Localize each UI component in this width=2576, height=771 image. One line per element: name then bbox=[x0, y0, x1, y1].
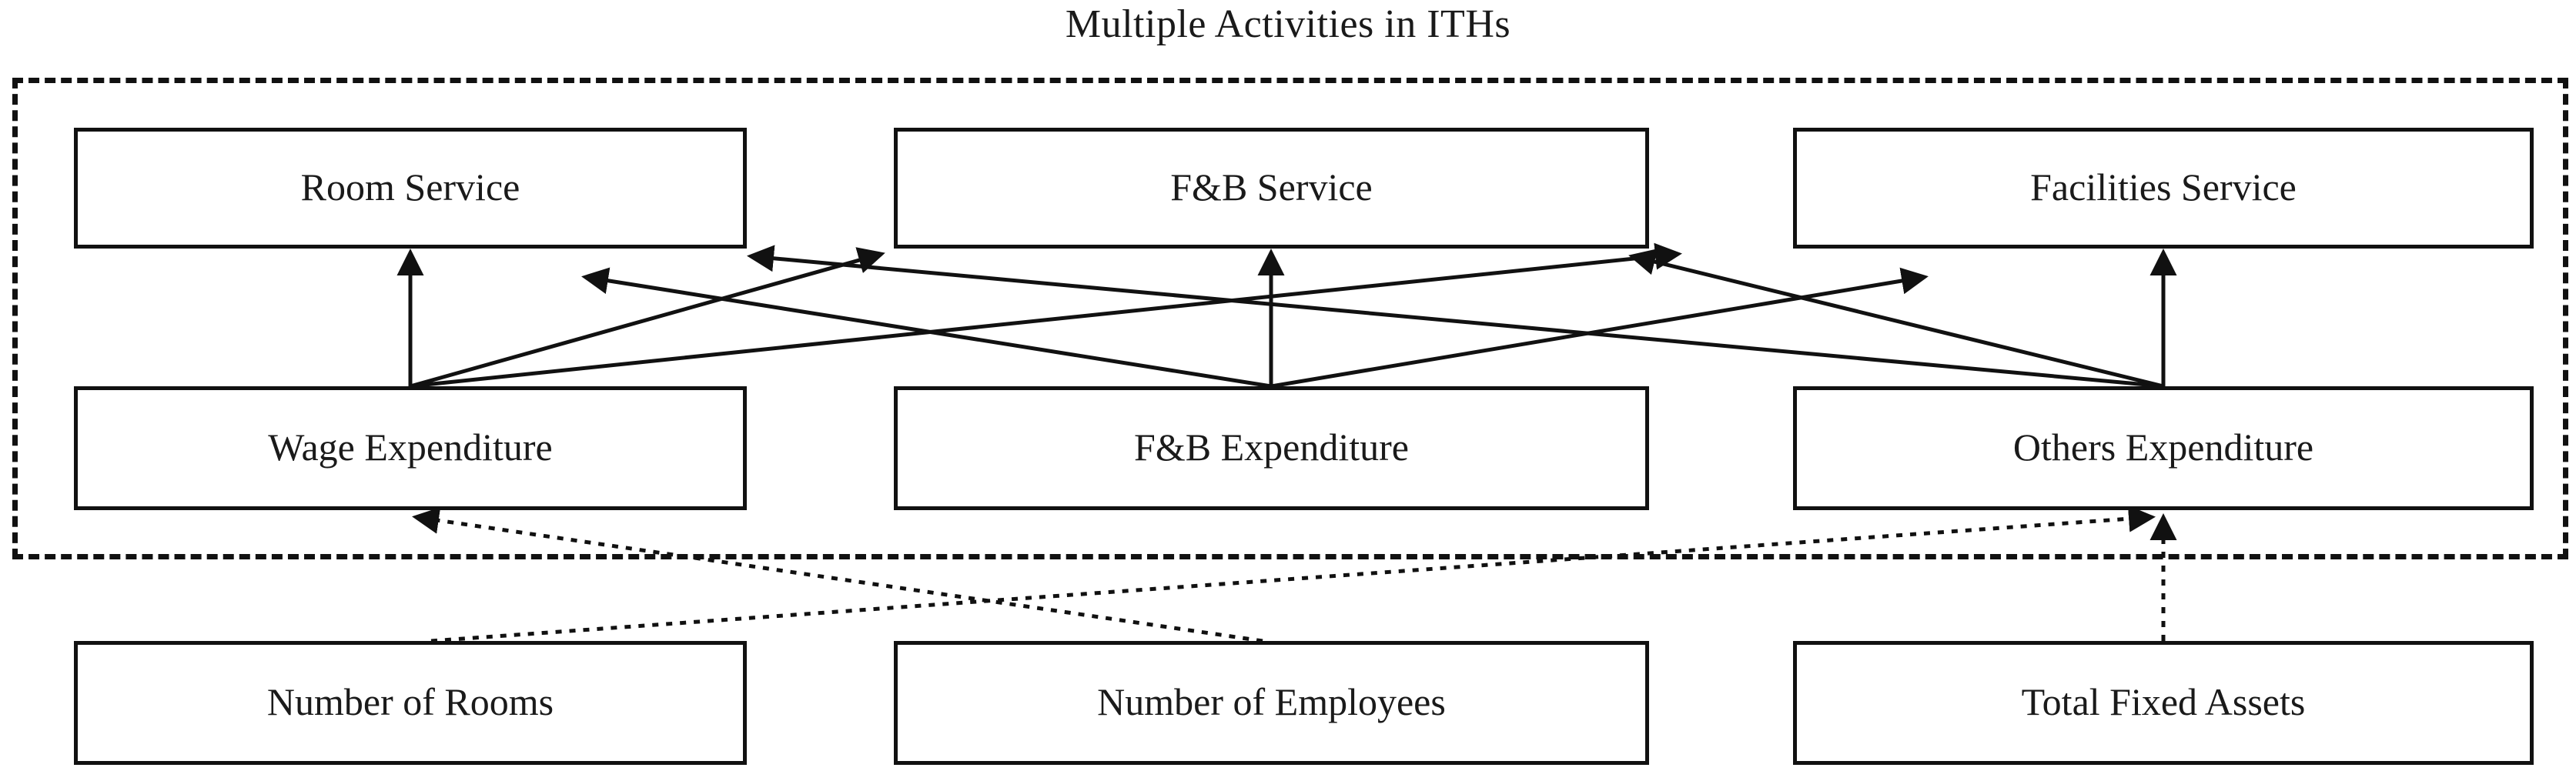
node-others-expenditure-label: Others Expenditure bbox=[2012, 425, 2314, 469]
node-fb-expenditure[interactable]: F&B Expenditure bbox=[894, 386, 1649, 510]
node-wage-expenditure-label: Wage Expenditure bbox=[268, 425, 553, 469]
node-room-service[interactable]: Room Service bbox=[74, 128, 747, 249]
node-wage-expenditure[interactable]: Wage Expenditure bbox=[74, 386, 747, 510]
node-number-of-rooms[interactable]: Number of Rooms bbox=[74, 641, 747, 765]
node-facilities-service-label: Facilities Service bbox=[2030, 165, 2297, 209]
node-others-expenditure[interactable]: Others Expenditure bbox=[1793, 386, 2534, 510]
page-title: Multiple Activities in ITHs bbox=[1065, 2, 1511, 46]
node-number-of-employees[interactable]: Number of Employees bbox=[894, 641, 1649, 765]
node-total-fixed-assets[interactable]: Total Fixed Assets bbox=[1793, 641, 2534, 765]
node-number-of-rooms-label: Number of Rooms bbox=[266, 679, 554, 723]
node-fb-expenditure-label: F&B Expenditure bbox=[1134, 425, 1409, 469]
node-fb-service-label: F&B Service bbox=[1170, 165, 1373, 209]
node-number-of-employees-label: Number of Employees bbox=[1097, 679, 1446, 723]
node-facilities-service[interactable]: Facilities Service bbox=[1793, 128, 2534, 249]
node-room-service-label: Room Service bbox=[300, 165, 520, 209]
node-total-fixed-assets-label: Total Fixed Assets bbox=[2021, 679, 2306, 723]
node-fb-service[interactable]: F&B Service bbox=[894, 128, 1649, 249]
